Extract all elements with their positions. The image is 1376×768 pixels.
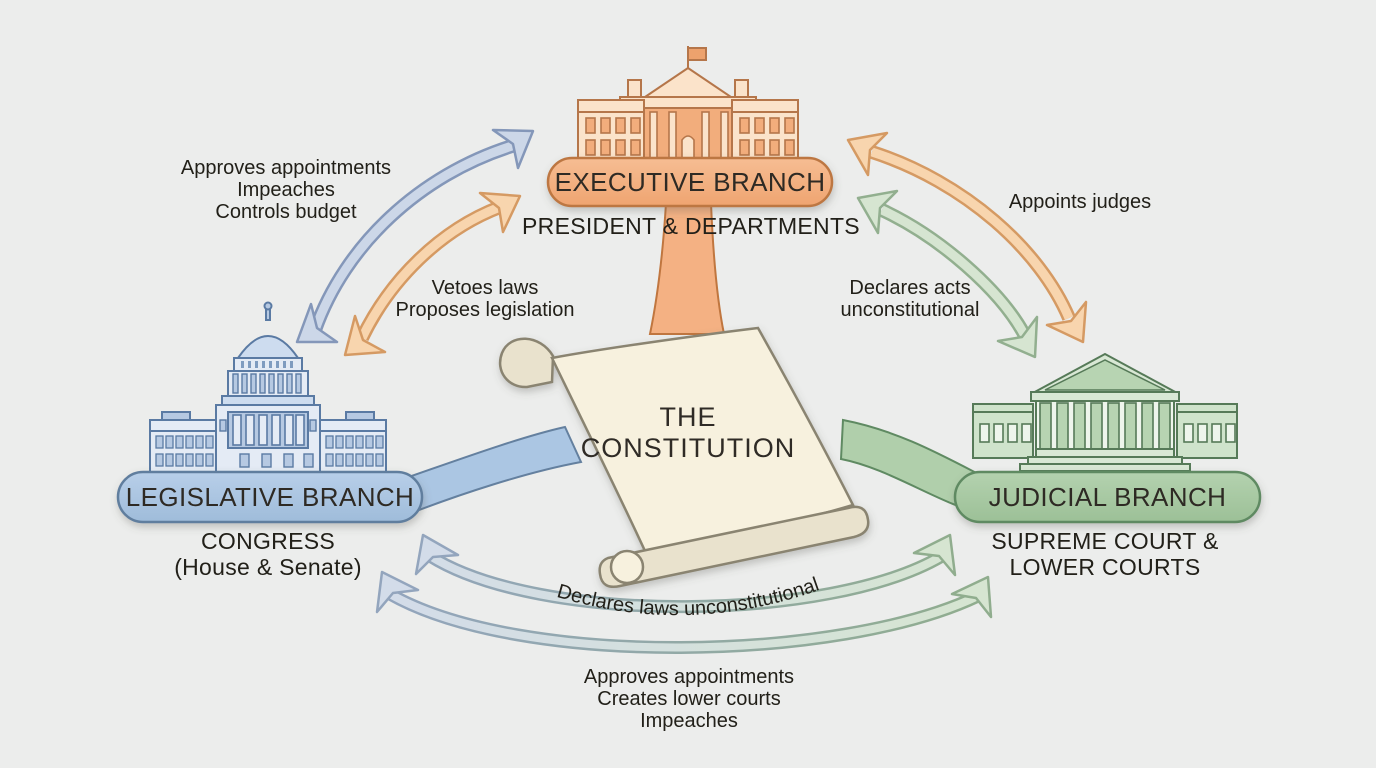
- constitution-title: THE CONSTITUTION: [580, 402, 796, 463]
- check-label-executive-on-judicial: Appoints judges: [1008, 191, 1152, 213]
- arrow-judicial-executive: [856, 189, 1039, 359]
- arrow-judicial-legislative: [414, 533, 957, 614]
- check-label-legislative-on-judicial: Approves appointments Creates lower cour…: [583, 666, 795, 732]
- legislative-branch-pill: [116, 470, 424, 524]
- check-label-legislative-on-executive: Approves appointments Impeaches Controls…: [180, 157, 392, 223]
- arrow-legislative-judicial: [375, 570, 993, 654]
- check-label-executive-on-legislative: Vetoes laws Proposes legislation: [395, 277, 575, 321]
- constitution-scroll: [499, 326, 870, 588]
- executive-branch-pill: [546, 156, 834, 208]
- legislative-ribbon: [398, 425, 583, 517]
- check-label-judicial-on-legislative: Declares laws unconstitutional: [555, 574, 822, 621]
- us-capitol-icon: [149, 301, 387, 473]
- judicial-branch-sublabel: SUPREME COURT & LOWER COURTS: [991, 528, 1219, 580]
- legislative-branch-label: LEGISLATIVE BRANCH: [125, 481, 415, 512]
- legislative-branch-sublabel: CONGRESS (House & Senate): [174, 528, 362, 580]
- executive-branch-label: EXECUTIVE BRANCH: [554, 166, 826, 197]
- white-house-icon: [569, 46, 807, 169]
- arrow-executive-legislative: [343, 191, 522, 357]
- executive-branch-sublabel: PRESIDENT & DEPARTMENTS: [522, 213, 860, 239]
- judicial-branch-label: JUDICIAL BRANCH: [988, 481, 1227, 512]
- supreme-court-icon: [972, 352, 1238, 472]
- arrow-legislative-executive: [295, 128, 535, 344]
- check-label-judicial-on-executive: Declares acts unconstitutional: [840, 277, 980, 321]
- arrow-executive-judicial: [846, 131, 1088, 344]
- judicial-branch-pill: [953, 470, 1262, 524]
